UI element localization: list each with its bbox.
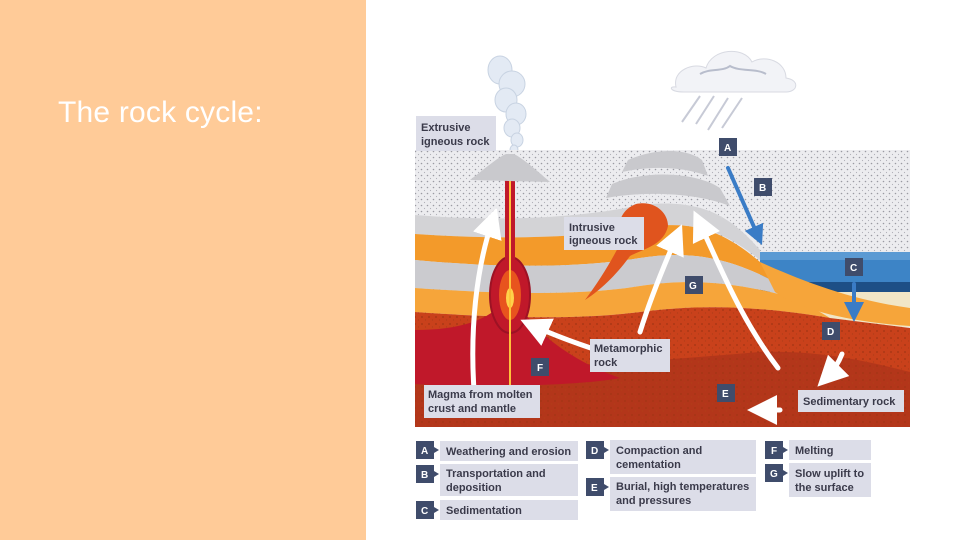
volcano-smoke — [487, 55, 527, 156]
svg-text:D: D — [827, 327, 834, 338]
key-item-f: F Melting — [765, 440, 871, 460]
svg-text:Intrusive: Intrusive — [569, 222, 615, 234]
label-magma: Magma from molten crust and mantle — [424, 385, 540, 418]
svg-text:cementation: cementation — [616, 459, 681, 471]
svg-text:A: A — [724, 143, 731, 154]
marker-e: E — [717, 384, 735, 402]
label-metamorphic: Metamorphic rock — [590, 339, 670, 372]
svg-text:Extrusive: Extrusive — [421, 122, 471, 134]
svg-text:C: C — [421, 506, 428, 517]
title-panel — [0, 0, 366, 540]
transport-arrows — [726, 166, 864, 322]
marker-a: A — [719, 138, 737, 156]
svg-text:igneous rock: igneous rock — [569, 235, 638, 247]
svg-text:F: F — [771, 446, 777, 457]
marker-b: B — [754, 178, 772, 196]
svg-text:Compaction and: Compaction and — [616, 445, 702, 457]
svg-text:G: G — [689, 281, 697, 292]
slide-title: The rock cycle: — [58, 96, 263, 129]
magma-chamber — [415, 300, 620, 386]
svg-text:E: E — [591, 483, 598, 494]
svg-text:Melting: Melting — [795, 445, 834, 457]
svg-text:crust and mantle: crust and mantle — [428, 403, 516, 415]
svg-text:E: E — [722, 389, 729, 400]
svg-text:igneous rock: igneous rock — [421, 136, 490, 148]
svg-text:Sedimentation: Sedimentation — [446, 505, 522, 517]
intrusion — [585, 203, 668, 300]
rain-cloud — [670, 50, 797, 131]
label-intrusive: Intrusive igneous rock — [564, 217, 644, 250]
key-item-a: A Weathering and erosion — [416, 441, 578, 461]
svg-text:Weathering and erosion: Weathering and erosion — [446, 446, 571, 458]
svg-text:Sedimentary rock: Sedimentary rock — [803, 396, 896, 408]
key-item-g: G Slow uplift to the surface — [765, 463, 871, 497]
key-item-c: C Sedimentation — [416, 500, 578, 520]
svg-text:D: D — [591, 446, 598, 457]
svg-text:deposition: deposition — [446, 482, 502, 494]
label-sedimentary: Sedimentary rock — [798, 390, 904, 412]
svg-text:and pressures: and pressures — [616, 495, 691, 507]
svg-text:the surface: the surface — [795, 482, 854, 494]
marker-g: G — [685, 276, 703, 294]
marker-c: C — [845, 258, 863, 276]
key-item-b: B Transportation and deposition — [416, 464, 578, 496]
svg-text:Transportation and: Transportation and — [446, 468, 546, 480]
svg-text:F: F — [537, 363, 543, 374]
svg-text:Metamorphic: Metamorphic — [594, 343, 662, 355]
svg-text:Magma from molten: Magma from molten — [428, 389, 533, 401]
svg-text:rock: rock — [594, 357, 618, 369]
svg-text:Burial, high temperatures: Burial, high temperatures — [616, 481, 749, 493]
svg-text:A: A — [421, 446, 428, 457]
svg-text:B: B — [421, 470, 428, 481]
svg-text:Slow uplift to: Slow uplift to — [795, 468, 864, 480]
marker-f: F — [531, 358, 549, 376]
process-arrows — [470, 207, 850, 425]
marker-d: D — [822, 322, 840, 340]
label-extrusive: Extrusive igneous rock — [416, 116, 496, 151]
key-item-d: D Compaction and cementation — [586, 440, 756, 474]
svg-text:B: B — [759, 183, 766, 194]
key-item-e: E Burial, high temperatures and pressure… — [586, 477, 756, 511]
svg-text:G: G — [770, 469, 778, 480]
key-legend: A Weathering and erosion B Transportatio… — [416, 440, 871, 520]
svg-text:C: C — [850, 263, 857, 274]
